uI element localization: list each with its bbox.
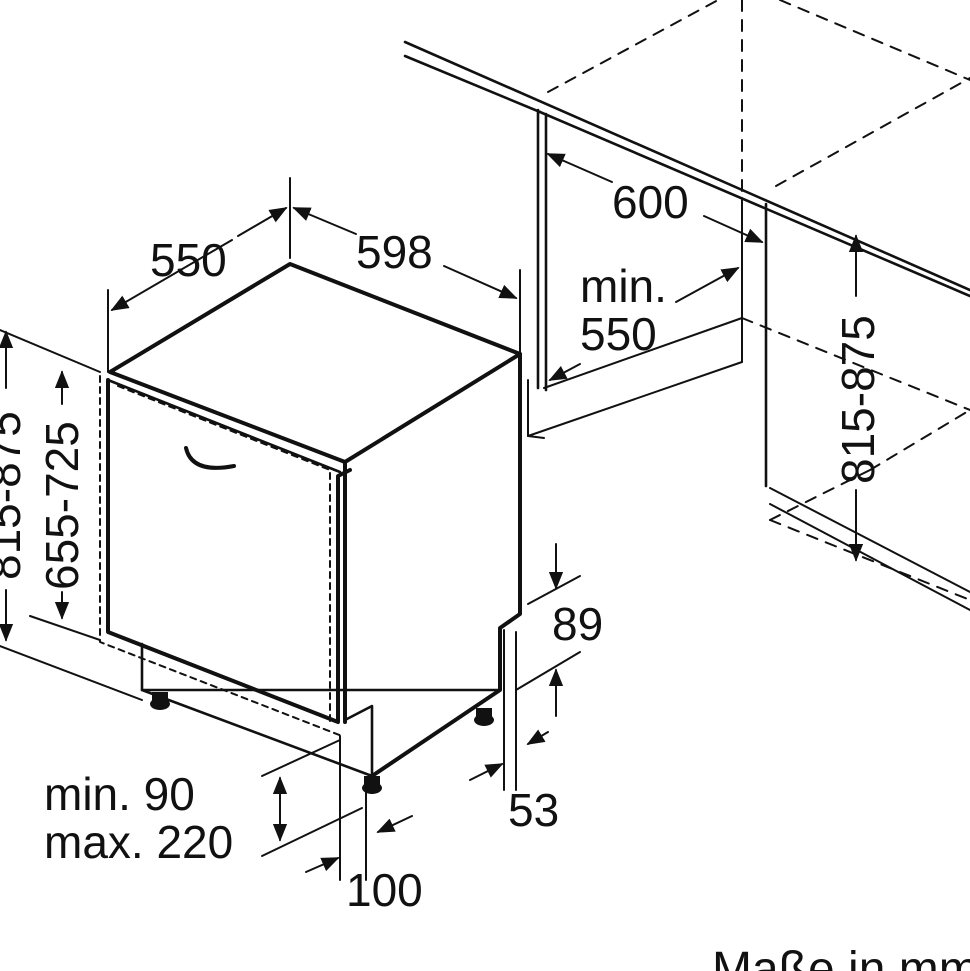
niche-depth-line1: min.: [580, 260, 667, 312]
niche-depth-line2: 550: [580, 308, 657, 360]
niche-width-label: 600: [612, 176, 689, 228]
footnote-label: Maße in mm: [712, 943, 970, 971]
left-height-inner-label: 655-725: [36, 421, 88, 590]
dishwasher-body: [99, 262, 522, 778]
niche-depth-label: min. 550: [580, 260, 680, 360]
dimension-lines: [0, 153, 864, 881]
countertop-niche: [403, 0, 970, 611]
niche-height-label: 815-875: [832, 315, 884, 484]
plinth-max-line: max. 220: [44, 816, 233, 868]
foot-offset-label: 100: [346, 864, 423, 916]
plinth-89-label: 89: [552, 598, 603, 650]
plinth-53-label: 53: [508, 784, 559, 836]
width-label: 598: [356, 226, 433, 278]
dimension-labels: 550 598 600 min. 550 815-875 815-875 655…: [0, 176, 970, 971]
left-height-outer-label: 815-875: [0, 411, 30, 580]
depth-label: 550: [150, 234, 227, 286]
dishwasher-feet: [150, 692, 494, 794]
plinth-min-line: min. 90: [44, 768, 195, 820]
plinth-min-max-label: min. 90 max. 220: [44, 768, 233, 868]
